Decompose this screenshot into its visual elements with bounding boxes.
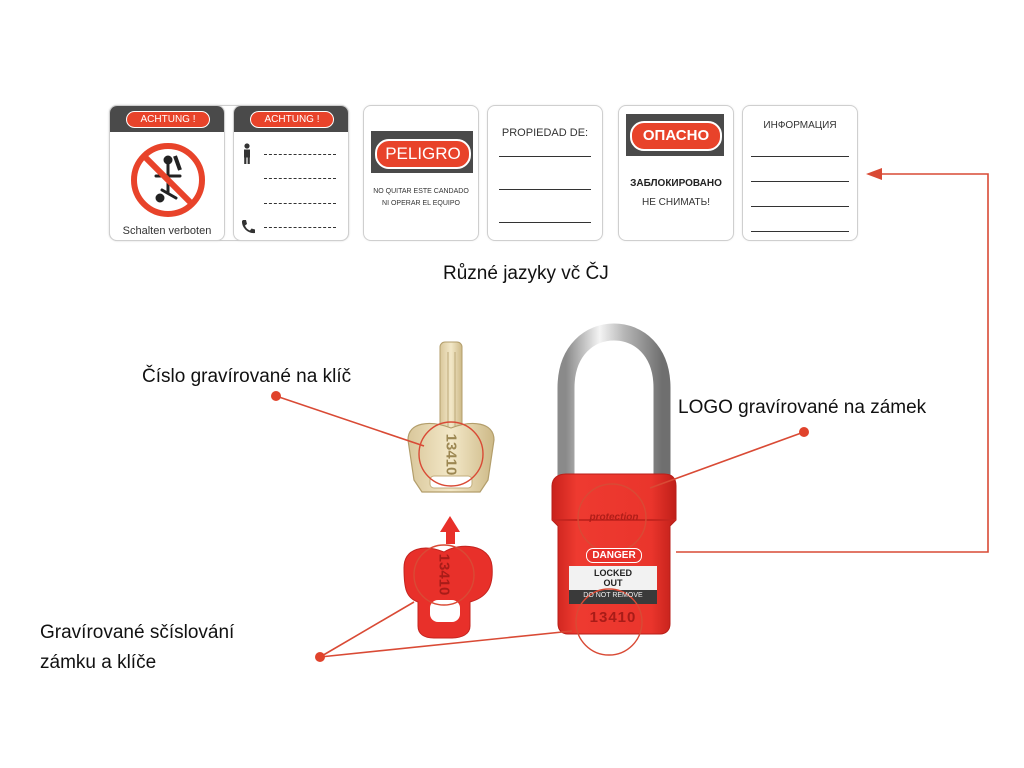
label-key-number: Číslo gravírované na klíč: [142, 366, 352, 387]
label-numbering-line1: Gravírované sčíslování: [40, 622, 235, 643]
label-card-informaciya: ИНФОРМАЦИЯ: [742, 105, 858, 241]
label-card-opasno: ОПАСНО ЗАБЛОКИРОВАНО НЕ СНИМАТЬ!: [618, 105, 734, 241]
label-card-achtung-2: ACHTUNG !: [233, 105, 349, 241]
lock-label-locked: LOCKED: [594, 568, 632, 578]
form-line: [499, 189, 591, 190]
lock-engraved-number: 13410: [589, 609, 637, 626]
label-card-peligro: PELIGRO NO QUITAR ESTE CANDADO NI OPERAR…: [363, 105, 479, 241]
form-line: [751, 156, 849, 157]
form-line: [751, 181, 849, 182]
lock-label-do-not-remove: DO NOT REMOVE: [583, 592, 643, 599]
label-card-propiedad: PROPIEDAD DE:: [487, 105, 603, 241]
form-line: [264, 203, 336, 204]
annotation-dots: [271, 391, 809, 662]
lock-logo-engraving: protection: [589, 512, 639, 523]
form-line: [499, 156, 591, 157]
red-key-engraved-number: 13410: [435, 553, 453, 596]
card-title: PROPIEDAD DE:: [501, 127, 589, 139]
form-line: [499, 222, 591, 223]
key-engraved-number: 13410: [442, 433, 460, 476]
card-text-line: NI OPERAR EL EQUIPO: [382, 200, 460, 207]
achtung-badge: ACHTUNG !: [126, 111, 210, 128]
person-icon: [244, 143, 250, 164]
annotation-lines: [275, 173, 989, 658]
form-line: [264, 178, 336, 179]
brass-key: [407, 341, 495, 493]
padlock-shackle: [557, 323, 671, 484]
opasno-badge: ОПАСНО: [630, 121, 722, 151]
card-text-line: NO QUITAR ESTE CANDADO: [373, 188, 469, 195]
caption-languages: Různé jazyky vč ČJ: [443, 263, 609, 284]
card-text-line: НЕ СНИМАТЬ!: [642, 197, 710, 208]
label-card-achtung-1: ACHTUNG ! Schalten verboten: [109, 105, 225, 241]
form-line: [751, 231, 849, 232]
lock-label-out: OUT: [603, 578, 623, 588]
phone-icon: [241, 220, 255, 234]
form-line: [751, 206, 849, 207]
prohibited-switch-icon: [131, 143, 205, 217]
form-line: [264, 227, 336, 228]
annotation-circles: [413, 421, 647, 656]
lock-danger-badge: DANGER: [586, 548, 642, 563]
red-key: [403, 545, 493, 639]
card-title: ИНФОРМАЦИЯ: [763, 120, 837, 131]
label-numbering-line2: zámku a klíče: [40, 652, 157, 673]
card-text-line: ЗАБЛОКИРОВАНО: [630, 178, 722, 189]
form-line: [264, 154, 336, 155]
arrow-head: [866, 168, 882, 180]
peligro-badge: PELIGRO: [375, 139, 471, 169]
card-footer-text: Schalten verboten: [122, 225, 212, 237]
label-logo: LOGO gravírované na zámek: [678, 397, 927, 418]
achtung-badge: ACHTUNG !: [250, 111, 334, 128]
arrow-up-icon: [440, 516, 460, 544]
